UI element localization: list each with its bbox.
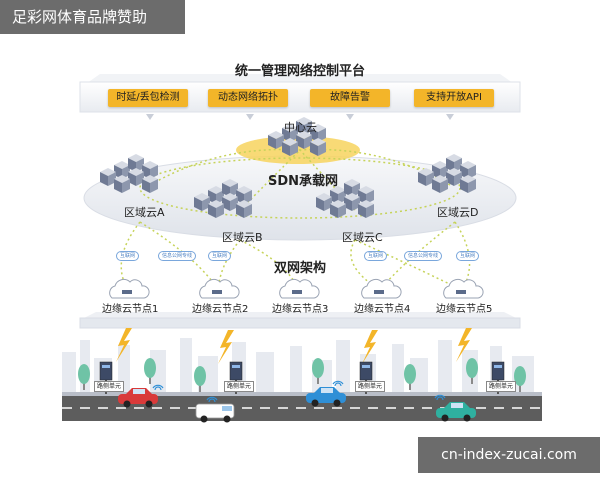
roadside-unit-label: 路侧单元 [224,381,255,392]
dual-net-label: 双网架构 [274,261,327,276]
car-icon [436,402,476,422]
tree-icon [312,358,324,384]
platform-title: 统一管理网络控制平台 [234,64,365,79]
roadside-unit-label: 路侧单元 [355,381,386,392]
edge-node-1-label: 边缘云节点1 [102,304,159,315]
tree-icon [78,364,90,390]
site-watermark: cn-index-zucai.com [418,437,600,473]
building [438,340,452,392]
server-icon [100,168,116,186]
city-skyline [62,338,534,392]
sdn-label: SDN承载网 [268,174,339,189]
edge-cloud-icon [109,278,150,299]
region-d-label: 区域云D [437,206,479,219]
building [410,358,428,392]
van-icon [195,403,235,423]
region-c-label: 区域云C [342,231,383,244]
center-cloud-label: 中心云 [284,121,317,134]
server-icon [330,200,346,218]
roadside-unit-label: 路侧单元 [94,381,125,392]
server-icon [358,200,374,218]
lightning-icon [218,330,234,364]
edge-node-5-label: 边缘云节点5 [436,304,493,315]
server-icon [344,179,360,197]
server-icon [432,175,448,193]
wifi-icon [434,394,446,401]
tree-icon [466,358,478,384]
road-curb [62,392,542,396]
edge-cloud-icon [279,278,320,299]
edge-slab [79,312,521,329]
edge-cloud-icon [443,278,484,299]
wifi-icon [206,396,218,403]
tree-icon [404,364,416,390]
wifi-icon [332,380,344,387]
building [392,344,404,392]
server-icon [460,175,476,193]
server-clusters [100,117,476,218]
tree-icon [194,366,206,392]
tree-icon [514,366,526,392]
edge-clouds [109,278,484,299]
feature-dynamic-topology: 动态网络拓扑 [208,89,288,107]
building [290,346,302,392]
server-icon [310,138,326,156]
server-icon [114,175,130,193]
building [150,350,166,392]
server-icon [194,193,210,211]
roadside-unit-label: 路侧单元 [486,381,517,392]
feature-latency-loss: 时延/丢包检测 [108,89,188,107]
building [180,338,192,392]
server-icon [282,138,298,156]
building [118,345,130,392]
tree-icon [144,358,156,384]
platform-arrows [146,114,454,120]
brand-banner: 足彩网体育品牌赞助 [0,0,185,34]
region-a-label: 区域云A [124,206,165,219]
lightning-icon [362,330,378,364]
building [62,352,76,392]
wifi-icon [152,384,164,391]
link-tag: 互联网 [116,251,140,261]
link-tag: 互联网 [364,251,388,261]
link-tag: 互联网 [456,251,480,261]
lightning-icon [116,328,132,362]
link-tag: 信息公网专线 [404,251,443,261]
car-icon [118,388,158,408]
server-icon [236,200,252,218]
server-icon [358,186,374,204]
feature-open-api: 支持开放API [414,89,494,107]
feature-fault-alarm: 故障告警 [310,89,390,107]
building [256,352,274,392]
server-icon [208,200,224,218]
edge-node-4-label: 边缘云节点4 [354,304,411,315]
edge-cloud-icon [199,278,240,299]
signal-bolts [116,328,472,364]
link-tag: 互联网 [208,251,232,261]
region-b-label: 区域云B [222,231,263,244]
server-icon [142,175,158,193]
car-icon [306,387,346,407]
edge-node-3-label: 边缘云节点3 [272,304,329,315]
link-tag: 信息公网专线 [158,251,197,261]
vehicles [118,380,476,423]
edge-node-2-label: 边缘云节点2 [192,304,249,315]
building [336,340,350,392]
trees [78,358,526,392]
lightning-icon [456,328,472,362]
edge-cloud-icon [361,278,402,299]
